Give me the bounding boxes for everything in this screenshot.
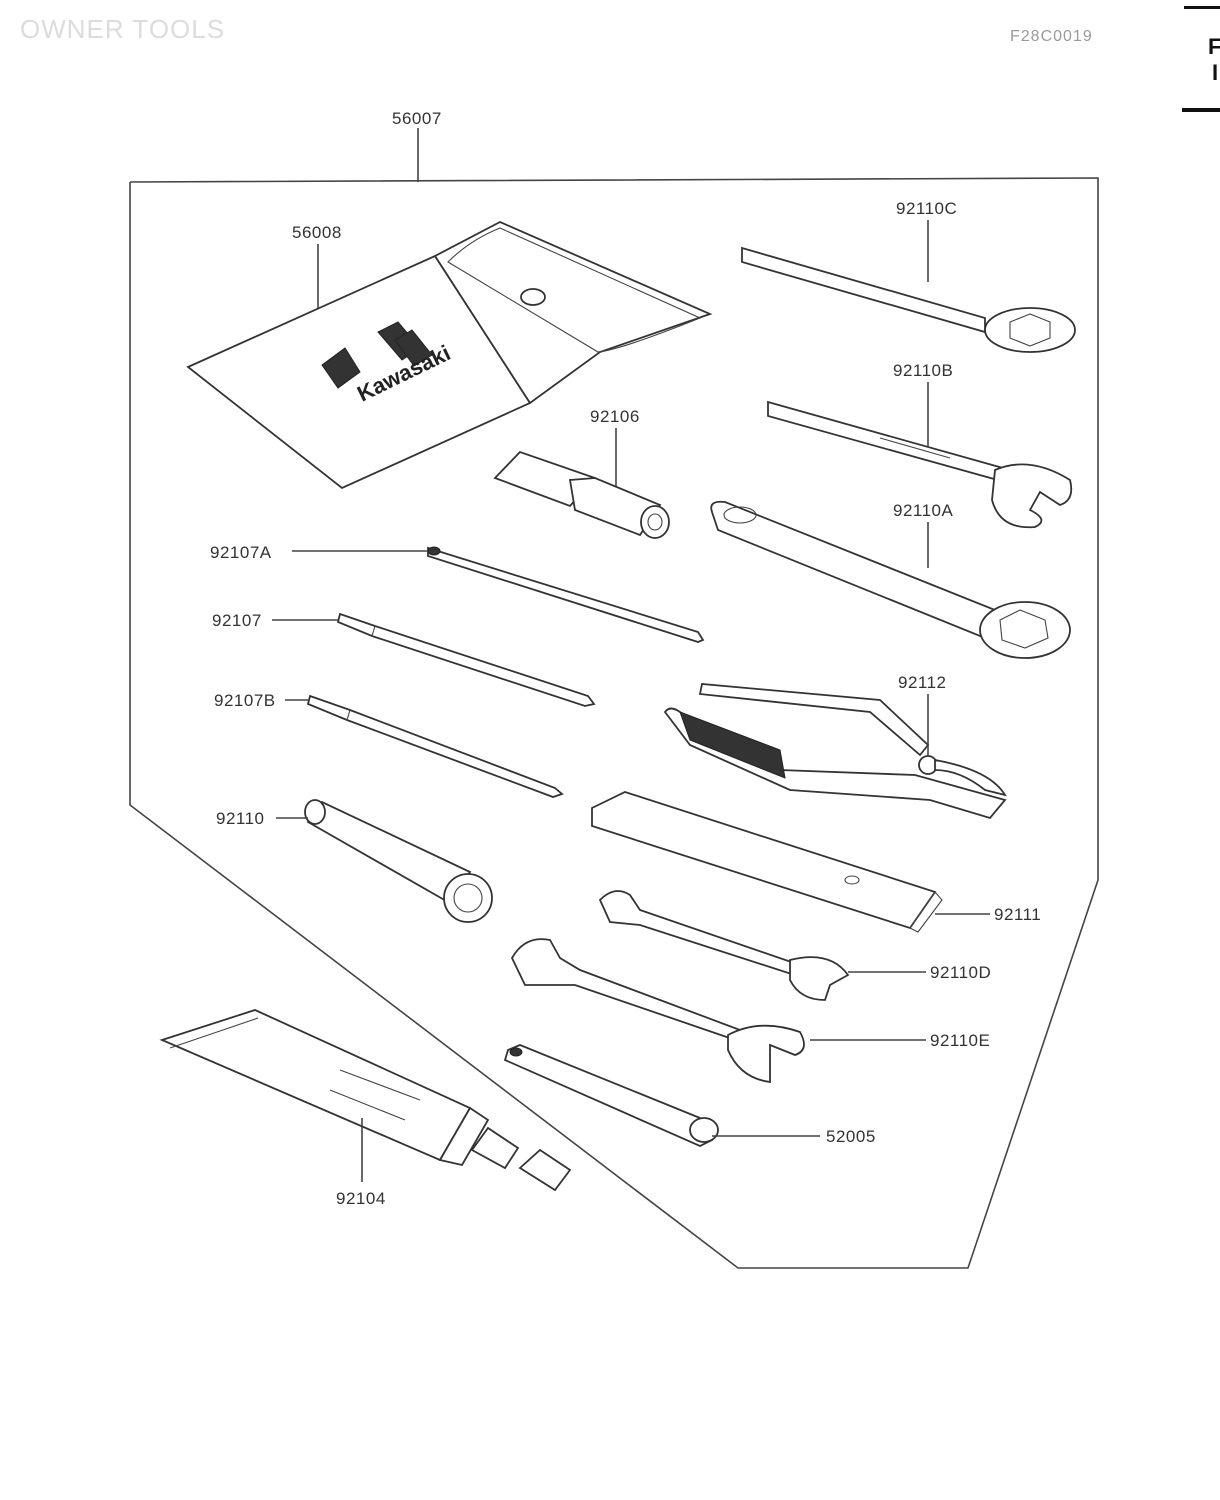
part-92110d: 92110D	[930, 963, 991, 982]
part-92110c: 92110C	[896, 199, 957, 218]
screwdriver-92107	[336, 612, 596, 707]
tab-rule-bottom	[1182, 108, 1220, 112]
handle-52005	[503, 1044, 719, 1147]
grease-tube-92104	[159, 1009, 572, 1192]
ring-wrench-92110a	[710, 500, 1071, 659]
section-title: OWNER TOOLS	[20, 14, 226, 44]
plug-wrench-92110	[304, 799, 493, 923]
figure-code: F28C0019	[1010, 28, 1093, 45]
tab-rule-top	[1184, 6, 1220, 9]
part-56008: 56008	[292, 223, 342, 242]
screwdriver-92107b	[306, 694, 564, 798]
part-52005: 52005	[826, 1127, 876, 1146]
screwdriver-92107a	[427, 546, 705, 643]
tool-pouch: Kawasaki	[186, 221, 713, 490]
pliers-92112	[663, 683, 1007, 820]
part-92110a: 92110A	[893, 501, 954, 520]
part-92106: 92106	[590, 407, 640, 426]
wrench-92110b	[767, 400, 1073, 529]
open-wrench-92110e	[510, 938, 805, 1084]
bar-92111	[591, 791, 943, 933]
part-92110b: 92110B	[893, 361, 953, 380]
part-92110: 92110	[216, 809, 265, 828]
part-92111: 92111	[994, 905, 1041, 924]
part-92107a: 92107A	[210, 543, 272, 562]
ring-wrench-92110c	[741, 246, 1076, 353]
part-92112: 92112	[898, 673, 947, 692]
part-92107b: 92107B	[214, 691, 276, 710]
part-92110e: 92110E	[930, 1031, 990, 1050]
tab-letter-i: I	[1212, 60, 1219, 85]
part-92104: 92104	[336, 1189, 386, 1208]
kit-outline	[129, 177, 1099, 1269]
socket-92106	[493, 450, 670, 539]
part-56007: 56007	[392, 109, 442, 128]
part-92107: 92107	[212, 611, 262, 630]
open-wrench-92110d	[598, 890, 850, 1001]
tab-letter-f: F	[1208, 34, 1220, 59]
